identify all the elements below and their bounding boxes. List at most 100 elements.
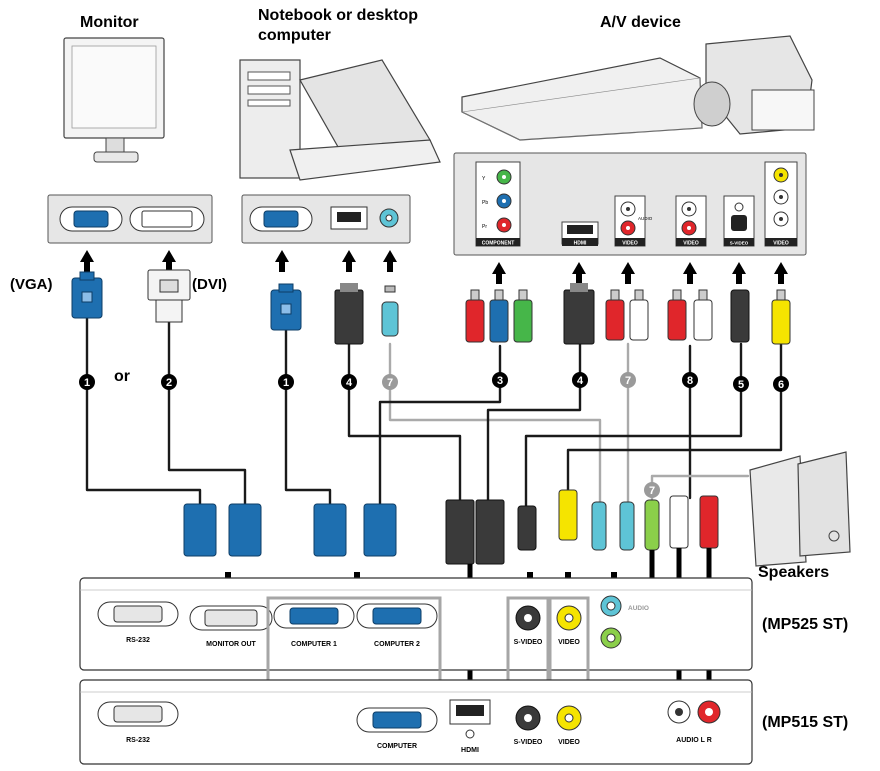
mp515-rs232-label: RS-232 [126,737,150,744]
cable-badge-number-10: 5 [738,379,744,391]
cable-3-component [378,344,502,506]
mp525-video-label: VIDEO [558,639,580,646]
cable-badge-number-11: 6 [778,379,784,391]
mp515-hdmi-label: HDMI [461,747,479,754]
mp515-svideo-label: S-VIDEO [514,739,543,746]
av-video-label-c: VIDEO [773,241,789,247]
mp525-audio-in-port [600,595,622,617]
cable-badge-number-1: 1 [84,377,90,389]
cable-7-speakers [650,474,750,502]
rca-plugs-av-b [667,289,713,341]
cable-badge-number-8: 7 [625,375,631,387]
monitor-icon [63,37,165,163]
speakers-icon [749,451,851,567]
cable-badge-number-5: 7 [387,377,393,389]
cable-badge-2 [161,374,177,390]
dvd-player-icon [460,57,703,141]
cable-badge-number-6: 3 [497,375,503,387]
av-component-ports [475,161,521,247]
or-label: or [114,368,130,385]
cable-1-computer [284,316,332,508]
av-video-label-a: VIDEO [622,241,638,247]
av-svideo-label: S-VIDEO [730,241,749,246]
av-hdmi-port [561,221,599,246]
cable-4-computer [347,342,462,502]
cable-badge-1 [79,374,95,390]
av-audio-label-a: AUDIO [638,216,653,221]
model-mp525-label: (MP525 ST) [762,616,849,633]
av-svideo-port [723,195,755,247]
av-pb-label: Pb [482,200,488,206]
cable-badge-8 [620,372,636,388]
mp525-mic-port [600,627,622,649]
av-video-ports-c [764,161,798,247]
mp515-computer-port [356,707,438,733]
av-video-label-b: VIDEO [683,241,699,247]
av-y-label: Y [482,176,486,182]
cable-badge-10 [733,376,749,392]
av-pr-label: Pr [482,224,487,230]
svideo-plug-av [730,289,750,343]
av-audio-ports-b [675,195,707,247]
mp525-rs232-port [97,601,179,627]
mp525-audio-label: AUDIO [628,605,649,612]
mp515-svideo-port [515,705,541,731]
vga-plug-monitor [71,271,103,319]
projector-side-plugs [183,489,719,565]
mp525-video-port [556,605,582,631]
cable-badge-5 [382,374,398,390]
video-plug-av [771,289,791,345]
av-device-heading: A/V device [600,14,681,31]
vga-label: (VGA) [10,276,53,293]
cable-badge-7 [572,372,588,388]
av-audio-ports-a [614,195,646,247]
component-plugs [465,289,533,343]
dvi-plug [147,269,191,323]
cable-badge-number-9: 8 [687,375,693,387]
cable-badge-number-3: 1 [283,377,289,389]
computer-icon [239,59,441,181]
mp515-hdmi-port [449,699,491,739]
mp515-rs232-port [97,701,179,727]
cable-5-svideo [524,342,743,508]
cable-badge-number-12: 7 [649,485,655,497]
mp515-audio-lr-label: AUDIO L R [676,737,712,744]
cable-badge-number-2: 2 [166,377,172,389]
mp525-rs232-label: RS-232 [126,637,150,644]
model-mp515-label: (MP515 ST) [762,714,849,731]
monitor-heading: Monitor [80,14,139,31]
monitor-vga-port [59,206,123,232]
hdmi-plug-computer [334,283,364,345]
mp525-monitor-out-port [189,605,273,631]
cable-badge-9 [682,372,698,388]
audio-plug-computer [381,285,399,337]
cable-badge-4 [341,374,357,390]
mp525-svideo-port [515,605,541,631]
mp525-computer1-label: COMPUTER 1 [291,641,337,648]
arrow-up-group [80,250,788,284]
computer-audio-port [379,208,399,228]
mp515-audio-l-port [667,700,691,724]
cable-badge-6 [492,372,508,388]
mp525-svideo-label: S-VIDEO [514,639,543,646]
mp525-computer1-port [273,603,355,629]
mp515-video-port [556,705,582,731]
camcorder-icon [693,35,815,135]
cable-badge-12 [644,482,660,498]
av-component-label: COMPONENT [482,241,515,247]
computer-vga-port [249,206,313,232]
mp525-monitor-out-label: MONITOR OUT [206,641,256,648]
cable-badge-11 [773,376,789,392]
hdmi-plug-av [563,283,595,345]
cable-badge-number-7: 4 [577,375,584,387]
rca-plugs-av-a [605,289,649,341]
mp515-computer-label: COMPUTER [377,743,417,750]
vga-plug-computer [270,283,302,331]
mp525-computer2-label: COMPUTER 2 [374,641,420,648]
computer-heading: Notebook or desktop computer [258,7,419,44]
av-hdmi-label: HDMI [574,241,587,247]
cable-badge-3 [278,374,294,390]
mp515-video-label: VIDEO [558,739,580,746]
